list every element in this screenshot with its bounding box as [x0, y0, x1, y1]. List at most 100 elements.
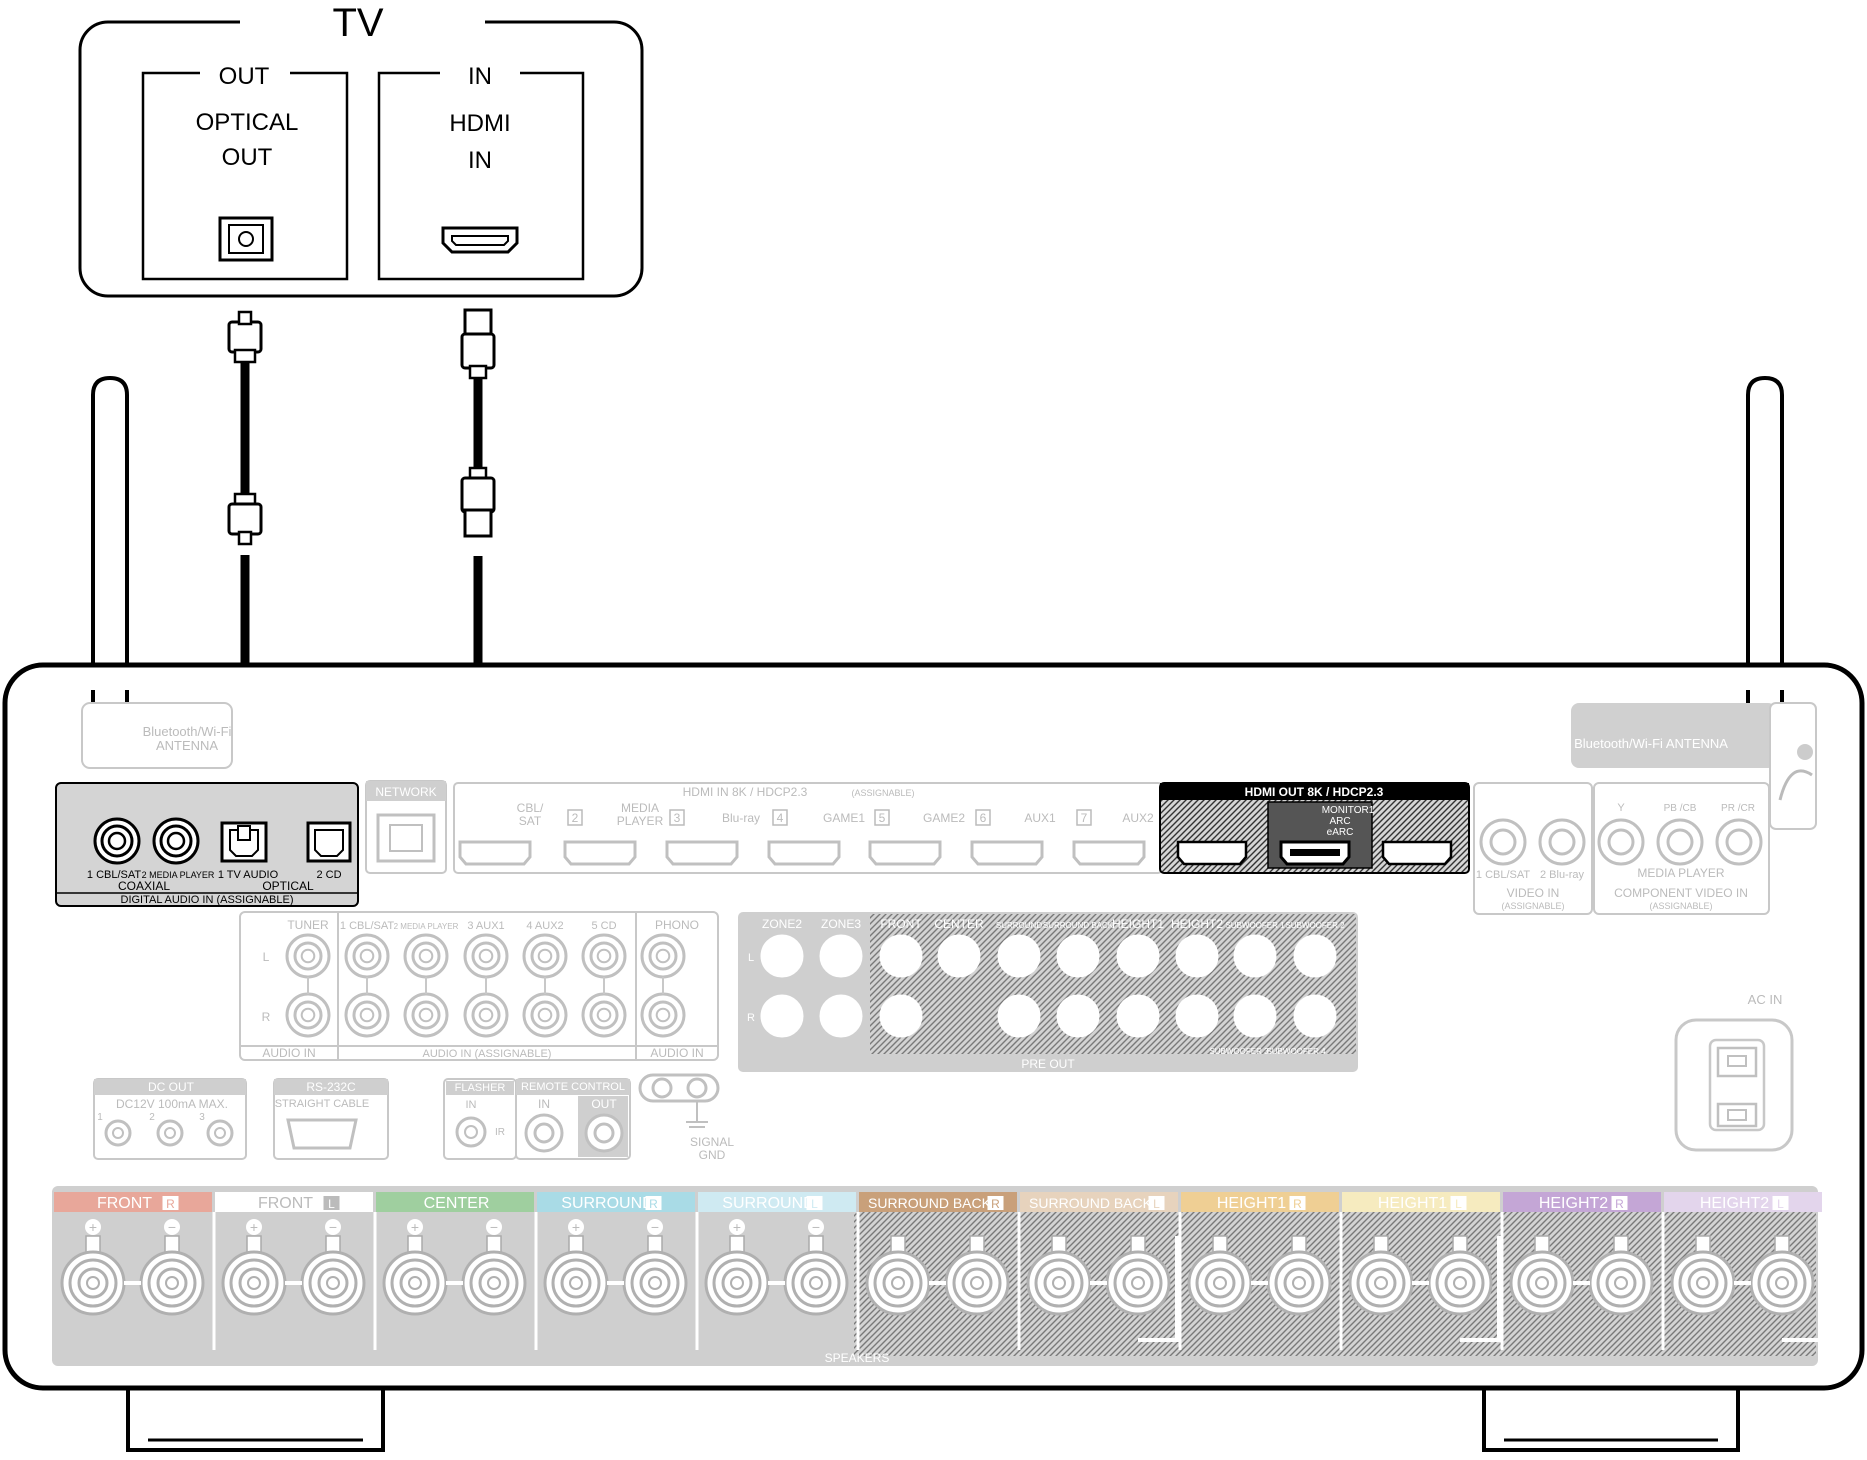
pre-out-jack-bottom[interactable]	[1233, 994, 1277, 1038]
pre-out-jack-top[interactable]	[1293, 934, 1337, 978]
minus-mark: −	[651, 1219, 659, 1235]
audio-in-jack-l[interactable]	[522, 933, 568, 979]
hdmi-out-monitor1-port[interactable]	[1279, 840, 1351, 866]
audio-in-jack-l[interactable]	[403, 933, 449, 979]
tv-box: TV OUT OPTICAL OUT IN HDMI IN	[78, 1, 644, 298]
hdmi-in-port[interactable]	[868, 840, 942, 866]
speaker-terminal[interactable]	[1509, 1235, 1575, 1316]
speaker-channel-name: HEIGHT1	[1378, 1195, 1447, 1212]
hdmi-in-port[interactable]	[1072, 840, 1146, 866]
audio-in-jack-r[interactable]	[463, 992, 509, 1038]
pre-out-col-label: ZONE3	[821, 917, 861, 931]
pre-out-jack-top[interactable]	[760, 934, 804, 978]
antenna-right	[1746, 375, 1784, 720]
pre-out-jack-bottom[interactable]	[760, 994, 804, 1038]
audio-in-jack-l[interactable]	[344, 933, 390, 979]
pre-out-jack-top[interactable]	[997, 934, 1041, 978]
speaker-terminal[interactable]	[221, 1235, 287, 1316]
speaker-terminal[interactable]	[300, 1235, 366, 1316]
coaxial-jack-2[interactable]	[152, 817, 200, 865]
hdmi-out-port-2[interactable]	[1176, 840, 1248, 866]
rs232c-panel: RS-232C STRAIGHT CABLE	[273, 1078, 389, 1160]
pre-out-jack-top[interactable]	[1116, 934, 1160, 978]
audio-in-jack-l[interactable]	[581, 933, 627, 979]
pre-out-left-mark: L	[748, 952, 754, 964]
speaker-side: L	[1777, 1197, 1784, 1211]
pre-out-jack-bottom[interactable]	[1175, 994, 1219, 1038]
speaker-terminal[interactable]	[704, 1235, 770, 1316]
hdmi-out-port-3[interactable]	[1381, 840, 1453, 866]
remote-out: OUT	[591, 1097, 617, 1111]
pre-out-jack-bottom[interactable]	[997, 994, 1041, 1038]
pre-out-jack-top[interactable]	[1056, 934, 1100, 978]
optical-jack-cd[interactable]	[306, 821, 352, 863]
speaker-terminal[interactable]	[1427, 1235, 1493, 1316]
speaker-terminal[interactable]	[1348, 1235, 1414, 1316]
dc-out-jack[interactable]	[104, 1119, 132, 1147]
pre-out-jack-bottom[interactable]	[1056, 994, 1100, 1038]
digital-audio-footer: DIGITAL AUDIO IN (ASSIGNABLE)	[121, 894, 294, 906]
dc-out-jack[interactable]	[156, 1119, 184, 1147]
hdmi-out-panel: HDMI OUT 8K / HDCP2.3 MONITOR1 ARC eARC	[1159, 782, 1470, 874]
pre-out-jack-top[interactable]	[1175, 934, 1219, 978]
video-in-sub: (ASSIGNABLE)	[1501, 901, 1564, 911]
audio-in-jack-r[interactable]	[344, 992, 390, 1038]
hdmi-in-number: 6	[980, 811, 987, 825]
pre-out-jack-bottom[interactable]	[1293, 994, 1337, 1038]
pre-out-col-label: HEIGHT1	[1112, 917, 1164, 931]
speaker-terminal[interactable]	[1105, 1235, 1171, 1316]
tv-optical-out-jack[interactable]	[218, 216, 274, 262]
hdmi-in-port[interactable]	[458, 840, 532, 866]
tv-title: TV	[332, 1, 383, 45]
speaker-terminal[interactable]	[1026, 1235, 1092, 1316]
coaxial-jack-1[interactable]	[93, 817, 141, 865]
audio-in-jack-r[interactable]	[403, 992, 449, 1038]
speaker-terminal[interactable]	[382, 1235, 448, 1316]
optical-jack-tv-audio[interactable]	[220, 821, 268, 863]
speaker-terminal[interactable]	[783, 1235, 849, 1316]
dc-out-jack[interactable]	[206, 1119, 234, 1147]
component-sub: (ASSIGNABLE)	[1649, 901, 1712, 911]
hdmi-in-label: Blu-ray	[722, 811, 760, 825]
pre-out-jack-top[interactable]	[819, 934, 863, 978]
pre-out-jack-bottom[interactable]	[879, 994, 923, 1038]
pre-out-right-mark: R	[747, 1012, 755, 1024]
audio-in-col-label: 4 AUX2	[526, 920, 563, 932]
pre-out-jack-bottom[interactable]	[1116, 994, 1160, 1038]
audio-in-jack-r[interactable]	[581, 992, 627, 1038]
speaker-terminal[interactable]	[865, 1235, 931, 1316]
video-in-panel: 1 CBL/SAT 2 Blu-ray VIDEO IN (ASSIGNABLE…	[1473, 782, 1593, 915]
pre-out-jack-top[interactable]	[1233, 934, 1277, 978]
tv-hdmi-in-jack[interactable]	[441, 226, 519, 254]
audio-in-jack-l[interactable]	[640, 933, 686, 979]
pre-out-col-label: SURROUND	[996, 921, 1042, 930]
audio-in-jack-l[interactable]	[463, 933, 509, 979]
speaker-terminal[interactable]	[60, 1235, 126, 1316]
hdmi-in-port[interactable]	[665, 840, 739, 866]
hdmi-in-port[interactable]	[970, 840, 1044, 866]
audio-in-jack-r[interactable]	[285, 992, 331, 1038]
dc-out-header: DC OUT	[148, 1080, 195, 1094]
speaker-terminal[interactable]	[944, 1235, 1010, 1316]
speaker-terminal[interactable]	[461, 1235, 527, 1316]
pre-out-jack-bottom[interactable]	[819, 994, 863, 1038]
speaker-terminal[interactable]	[1266, 1235, 1332, 1316]
coax-label-1: 1 CBL/SAT	[87, 869, 141, 881]
audio-in-jack-r[interactable]	[640, 992, 686, 1038]
audio-in-jack-l[interactable]	[285, 933, 331, 979]
hdmi-in-port[interactable]	[767, 840, 841, 866]
speaker-terminal[interactable]	[1187, 1235, 1253, 1316]
speaker-terminal[interactable]	[622, 1235, 688, 1316]
hdmi-in-number-box	[567, 809, 583, 826]
audio-in-col-label: 1 CBL/SAT	[340, 920, 394, 932]
pre-out-jack-top[interactable]	[937, 934, 981, 978]
audio-in-jack-r[interactable]	[522, 992, 568, 1038]
hdmi-in-port[interactable]	[563, 840, 637, 866]
video-in-label: VIDEO IN	[1507, 886, 1560, 900]
pre-out-jack-top[interactable]	[879, 934, 923, 978]
